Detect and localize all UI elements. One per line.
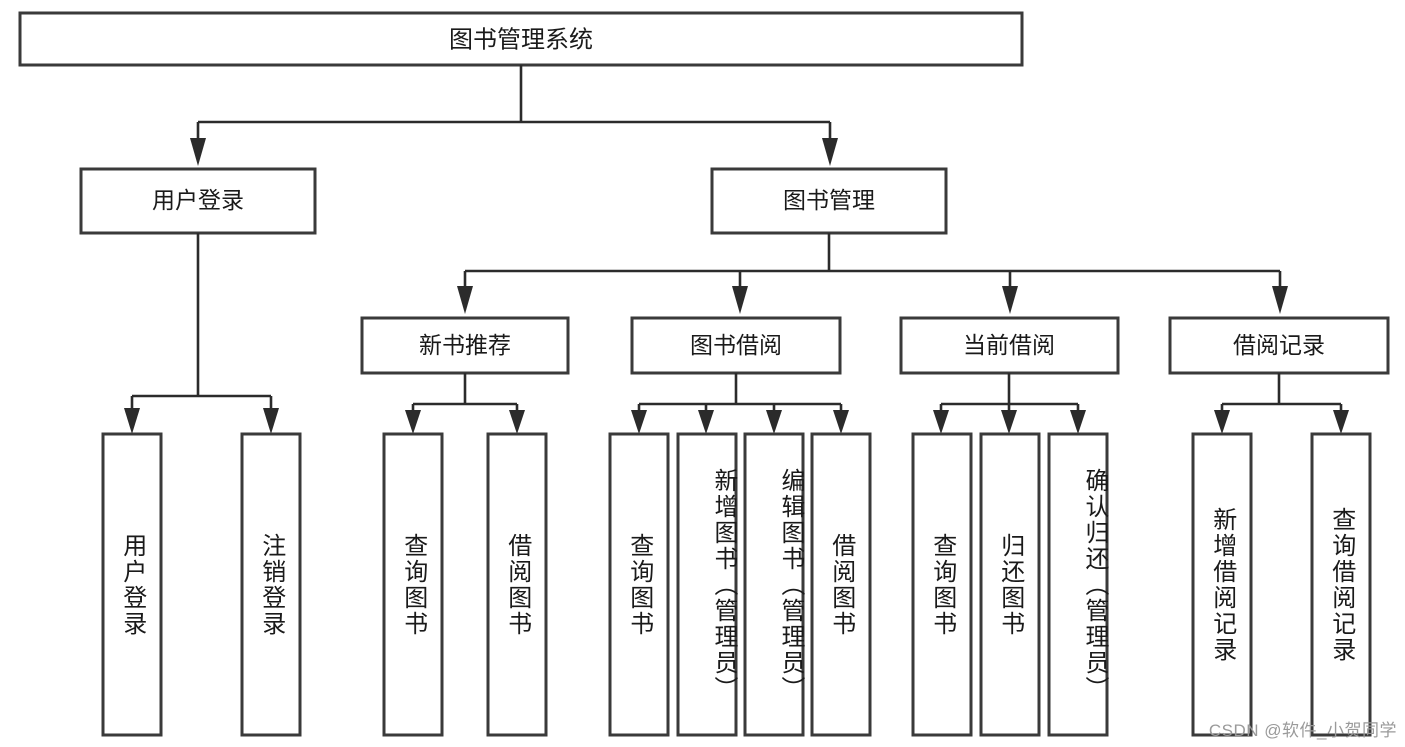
connector-current-borrow-to-leaves — [933, 373, 1086, 434]
arrow-head-icon — [457, 286, 473, 314]
node-book-borrow[interactable]: 图书借阅 — [630, 316, 842, 375]
arrow-head-icon — [1070, 410, 1086, 434]
connector-root-to-level2 — [190, 65, 838, 166]
arrow-head-icon — [1272, 286, 1288, 314]
arrow-head-icon — [698, 410, 714, 434]
arrow-head-icon — [766, 410, 782, 434]
leaf-box-return-book[interactable] — [979, 432, 1041, 737]
leaf-box-add-record[interactable] — [1191, 432, 1253, 737]
node-current-borrow[interactable]: 当前借阅 — [899, 316, 1120, 375]
connector-user-login-to-leaves — [124, 233, 279, 434]
node-user-login-label: 用户登录 — [152, 187, 244, 213]
node-borrow-records[interactable]: 借阅记录 — [1168, 316, 1390, 375]
node-book-management-label: 图书管理 — [783, 187, 875, 213]
arrow-head-icon — [190, 138, 206, 166]
arrow-head-icon — [1333, 410, 1349, 434]
arrow-head-icon — [509, 410, 525, 434]
connector-book-borrow-to-leaves — [631, 373, 849, 434]
arrow-head-icon — [124, 408, 140, 434]
node-book-borrow-label: 图书借阅 — [690, 332, 782, 358]
node-root-label: 图书管理系统 — [449, 26, 593, 53]
node-user-login[interactable]: 用户登录 — [79, 167, 317, 235]
leaf-box-borrow-book-2[interactable] — [810, 432, 872, 737]
leaf-box-query-book-2[interactable] — [608, 432, 670, 737]
leaf-box-query-book-3[interactable] — [911, 432, 973, 737]
node-new-book-recommend-label: 新书推荐 — [419, 332, 511, 358]
node-book-management[interactable]: 图书管理 — [710, 167, 948, 235]
leaf-box-user-login[interactable] — [101, 432, 163, 737]
leaf-box-query-book-1[interactable] — [382, 432, 444, 737]
arrow-head-icon — [1214, 410, 1230, 434]
csdn-watermark: CSDN @软件_小贺同学 — [1208, 721, 1397, 740]
arrow-head-icon — [822, 138, 838, 166]
arrow-head-icon — [1002, 286, 1018, 314]
leaf-box-edit-book[interactable] — [743, 432, 805, 737]
arrow-head-icon — [732, 286, 748, 314]
connector-book-management-to-level3 — [457, 233, 1288, 314]
node-current-borrow-label: 当前借阅 — [963, 332, 1055, 358]
node-new-book-recommend-box[interactable] — [360, 316, 570, 375]
leaf-box-borrow-book-1[interactable] — [486, 432, 548, 737]
arrow-head-icon — [833, 410, 849, 434]
leaf-box-confirm-return[interactable] — [1047, 432, 1109, 737]
leaf-box-add-book[interactable] — [676, 432, 738, 737]
arrow-head-icon — [631, 410, 647, 434]
node-user-login-box[interactable] — [79, 167, 317, 235]
leaf-box-query-record[interactable] — [1310, 432, 1372, 737]
arrow-head-icon — [405, 410, 421, 434]
node-root-box[interactable] — [18, 11, 1024, 67]
node-root[interactable]: 图书管理系统 — [18, 11, 1024, 67]
node-current-borrow-box[interactable] — [899, 316, 1120, 375]
arrow-head-icon — [263, 408, 279, 434]
connector-new-book-recommend-to-leaves — [405, 373, 525, 434]
leaf-box-logout[interactable] — [240, 432, 302, 737]
connector-borrow-records-to-leaves — [1214, 373, 1349, 434]
node-new-book-recommend[interactable]: 新书推荐 — [360, 316, 570, 375]
node-borrow-records-label: 借阅记录 — [1233, 332, 1325, 358]
arrow-head-icon — [1001, 410, 1017, 434]
arrow-head-icon — [933, 410, 949, 434]
